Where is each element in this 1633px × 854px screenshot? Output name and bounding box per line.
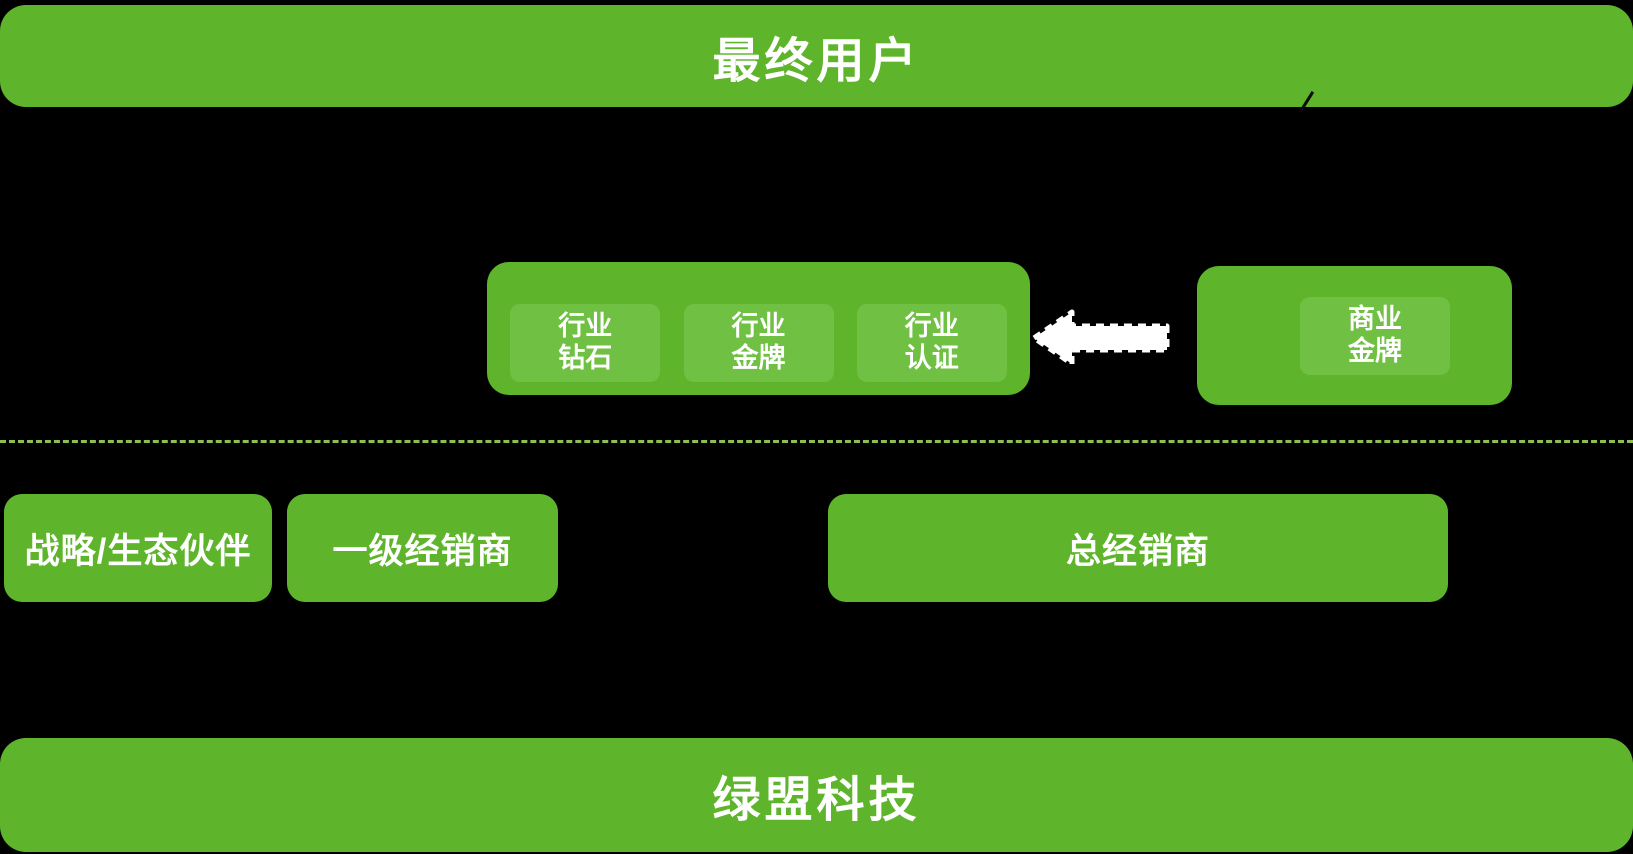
general-distributor-box: 总经销商 <box>828 494 1448 602</box>
strategic-ecosystem-partner-label: 战略/生态伙伴 <box>24 531 252 571</box>
dashed-arrow-left-icon <box>1031 306 1171 370</box>
commercial-gold-chip: 商业 金牌 <box>1300 296 1450 375</box>
dashed-separator-line <box>0 440 1633 443</box>
strategic-ecosystem-partner-box: 战略/生态伙伴 <box>4 494 272 602</box>
industry-gold-line1: 行业 <box>731 310 786 341</box>
tier1-distributor-box: 一级经销商 <box>287 494 558 602</box>
industry-certified-line2: 认证 <box>904 342 959 373</box>
industry-gold-chip: 行业 金牌 <box>683 303 834 382</box>
industry-diamond-chip: 行业 钻石 <box>510 303 661 382</box>
industry-diamond-line2: 钻石 <box>558 342 613 373</box>
industry-cert-group-box: 行业 钻石 行业 金牌 行业 认证 <box>487 262 1030 395</box>
end-user-label: 最终用户 <box>712 35 921 88</box>
industry-diamond-line1: 行业 <box>558 310 613 341</box>
nsfocus-label: 绿盟科技 <box>712 774 921 827</box>
commercial-gold-line2: 金牌 <box>1348 335 1402 366</box>
industry-certified-chip: 行业 认证 <box>856 303 1007 382</box>
end-user-bar: 最终用户 <box>0 5 1633 107</box>
nsfocus-bar: 绿盟科技 <box>0 738 1633 852</box>
industry-gold-line2: 金牌 <box>731 342 786 373</box>
commercial-gold-line1: 商业 <box>1348 303 1402 334</box>
industry-certified-line1: 行业 <box>904 310 959 341</box>
tier1-distributor-label: 一级经销商 <box>332 531 513 571</box>
commercial-gold-box: 商业 金牌 <box>1197 266 1512 405</box>
general-distributor-label: 总经销商 <box>1065 531 1210 571</box>
